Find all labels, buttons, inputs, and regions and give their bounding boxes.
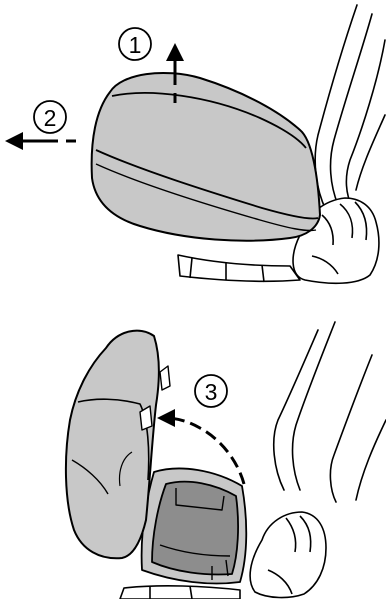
step-2-label: 2 — [34, 101, 66, 133]
panel-2: 3 — [66, 322, 386, 599]
panel-1: 1 2 — [14, 5, 385, 283]
step-2-number: 2 — [44, 105, 57, 131]
seat-back-outline-top — [315, 5, 385, 210]
step-1-number: 1 — [129, 32, 142, 58]
step-1-label: 1 — [119, 28, 151, 60]
step-3-label: 3 — [195, 375, 227, 407]
seat-back-outline-bottom — [274, 322, 386, 502]
armrest-lid-closed — [92, 73, 320, 241]
step-3-number: 3 — [205, 379, 218, 405]
armrest-base-top — [178, 255, 300, 282]
compartment-interior — [142, 468, 247, 583]
